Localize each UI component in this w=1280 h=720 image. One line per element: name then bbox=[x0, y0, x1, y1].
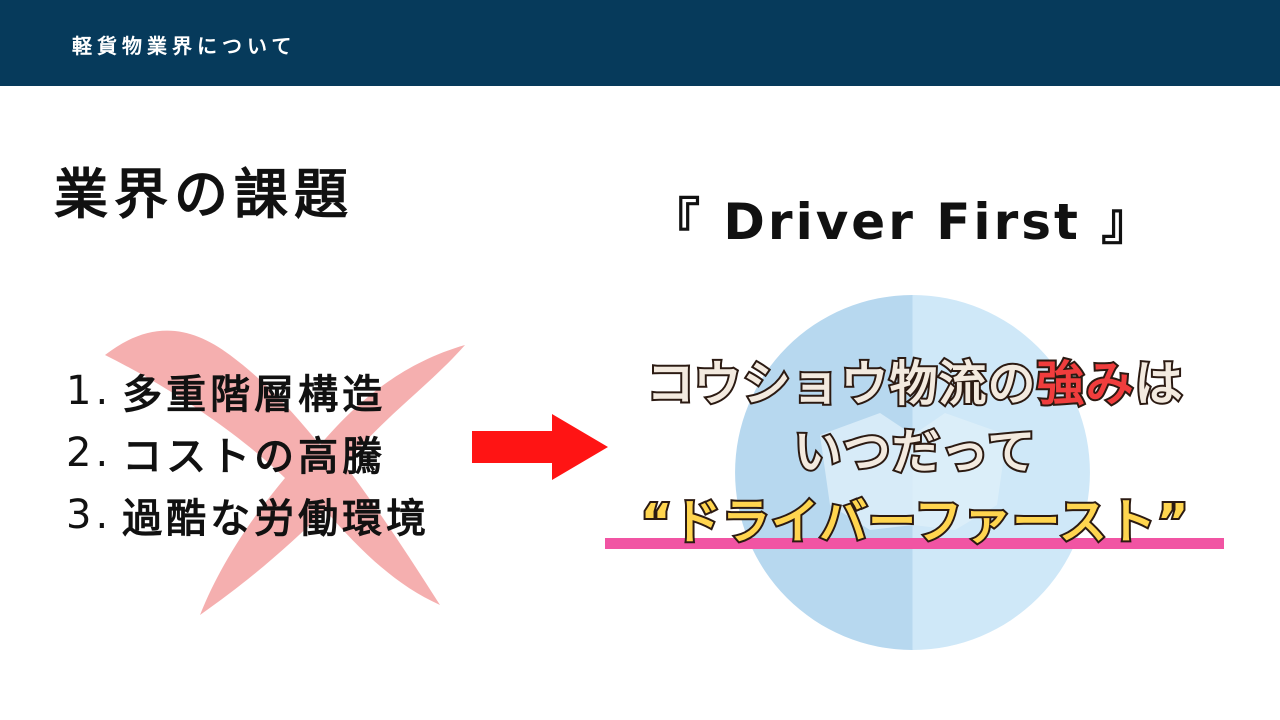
tagline: コウショウ物流の強みは いつだって “ドライバーファースト” bbox=[590, 350, 1240, 558]
issue-number: 1. bbox=[66, 368, 113, 414]
tagline-line-2: いつだって bbox=[792, 422, 1038, 482]
issue-number: 3. bbox=[66, 492, 113, 538]
issue-item: 2. コストの高騰 bbox=[66, 412, 430, 494]
tagline-line-1-prefix: コウショウ物流の bbox=[644, 354, 1037, 414]
tagline-line-1: コウショウ物流の強みは bbox=[590, 350, 1240, 418]
issue-item: 3. 過酷な労働環境 bbox=[66, 474, 430, 556]
tagline-line-3-text: “ドライバーファースト” bbox=[639, 492, 1191, 552]
subtitle: 『 Driver First 』 bbox=[650, 193, 1155, 251]
header-title: 軽貨物業界について bbox=[72, 34, 297, 58]
issue-list: 1. 多重階層構造 2. コストの高騰 3. 過酷な労働環境 bbox=[66, 350, 430, 556]
issue-item: 1. 多重階層構造 bbox=[66, 350, 430, 432]
tagline-line-1-suffix: は bbox=[1133, 354, 1185, 414]
header-bar: 軽貨物業界について bbox=[0, 0, 1280, 86]
issue-text: 過酷な労働環境 bbox=[122, 496, 431, 542]
tagline-line-1-accent: 強み bbox=[1035, 354, 1136, 414]
highlight-bar bbox=[605, 538, 1224, 549]
arrow-right-icon bbox=[472, 414, 608, 480]
issue-text: コストの高騰 bbox=[122, 434, 387, 480]
handshake-circle-icon bbox=[735, 295, 1090, 650]
section-title: 業界の課題 bbox=[54, 163, 354, 226]
x-mark-icon bbox=[105, 330, 465, 615]
issue-number: 2. bbox=[66, 430, 113, 476]
issue-text: 多重階層構造 bbox=[122, 372, 387, 418]
tagline-line-3: “ドライバーファースト” bbox=[590, 486, 1240, 558]
